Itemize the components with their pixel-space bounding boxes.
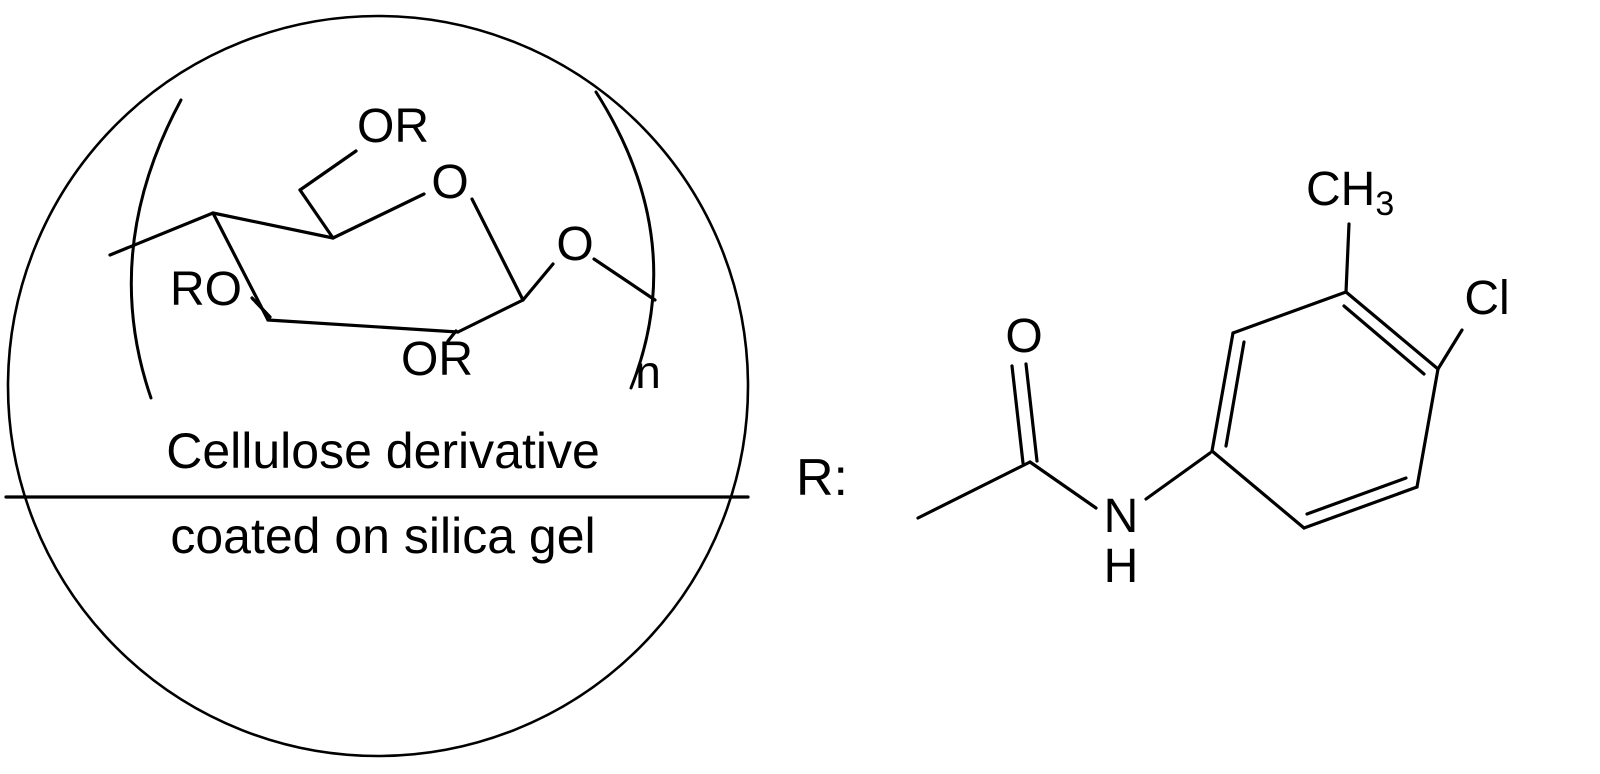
methyl-label: CH3 (1306, 163, 1394, 223)
caption-line-2: coated on silica gel (170, 508, 595, 564)
ring-edge-2 (1231, 290, 1348, 335)
glycosidic-oxygen-label: O (556, 218, 593, 271)
ring-oxygen-label: O (431, 156, 468, 209)
ring-inner-double-3 (1305, 476, 1408, 516)
bond-c2-or (446, 329, 458, 343)
bond-ro-c3 (250, 296, 272, 319)
r-group-chain-bonds (916, 362, 1212, 520)
cellulose-circle-group: OR O O RO OR n Cellulose derivative coat… (4, 14, 750, 758)
ring-edge-1 (1210, 331, 1235, 453)
bond-c-double-o-2 (1010, 364, 1025, 465)
r-group-label: R: (796, 449, 848, 507)
bond-c5-ringO (331, 192, 426, 240)
caption-line-1: Cellulose derivative (166, 423, 600, 479)
amide-nitrogen-label: N (1104, 490, 1139, 543)
repeat-subscript-n: n (635, 346, 661, 398)
bond-c2-c3 (266, 318, 460, 334)
carbonyl-oxygen-label: O (1005, 310, 1042, 363)
bond-n-ring (1144, 451, 1212, 501)
ring-edge-4 (1415, 367, 1440, 489)
glucose-ring-bonds (108, 149, 657, 343)
r-group-structure: R: (796, 163, 1510, 593)
bond-ring-chlorine (1436, 328, 1464, 371)
bond-c4-c3 (211, 211, 270, 322)
ring-inner-double-2 (1342, 304, 1426, 376)
bond-left-linkage (108, 211, 215, 257)
or-top-label: OR (357, 100, 429, 153)
bond-c5-c6 (298, 188, 335, 240)
ring-edge-5 (1302, 485, 1419, 530)
ring-edge-6 (1210, 449, 1306, 530)
bond-c-double-o-1 (1024, 362, 1039, 463)
methyl-label-main: CH (1306, 163, 1375, 216)
bond-ring-methyl (1344, 222, 1351, 294)
silica-bead-circle (6, 14, 750, 758)
bond-c1-glycO (521, 262, 555, 302)
chlorine-label: Cl (1464, 272, 1509, 325)
or-bottom-label: OR (401, 333, 473, 386)
bond-c1-c2 (456, 298, 525, 334)
left-parenthesis (129, 98, 183, 400)
ring-inner-double-1 (1224, 340, 1246, 448)
bond-c4-c5 (211, 211, 335, 240)
amide-hydrogen-label: H (1104, 540, 1139, 593)
benzene-ring-bonds (1210, 222, 1464, 530)
ro-left-label: RO (170, 263, 242, 316)
bond-attachment-stub (916, 460, 1032, 520)
bond-carbonyl-n (1028, 460, 1098, 510)
ring-edge-3 (1344, 290, 1440, 371)
methyl-label-subscript: 3 (1375, 185, 1394, 223)
right-parenthesis (594, 90, 656, 390)
bond-ringO-c1 (470, 197, 525, 302)
bond-glycO-next (592, 257, 657, 302)
bond-c6-or (298, 149, 358, 192)
